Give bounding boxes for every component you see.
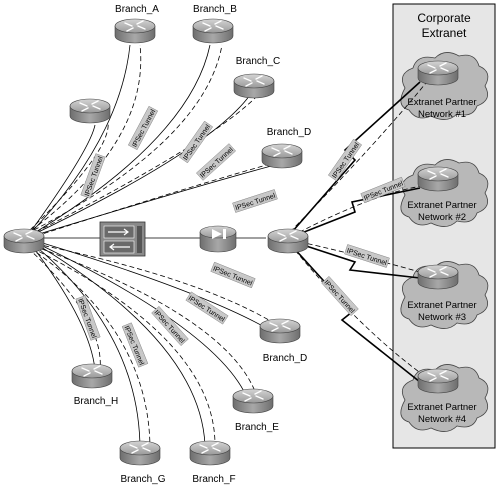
- svg-text:IPSec Tunnel: IPSec Tunnel: [187, 295, 226, 324]
- tunnel-label: IPSec Tunnel: [80, 153, 106, 199]
- svg-text:IPSec Tunnel: IPSec Tunnel: [182, 123, 212, 161]
- vpn-concentrator-icon: [99, 221, 146, 257]
- partner-1-line2: Network #1: [418, 109, 466, 120]
- corporate-title-line1: Corporate: [417, 11, 471, 25]
- tunnel-label: IPSec Tunnel: [121, 322, 149, 368]
- router-icon: [417, 264, 459, 290]
- tunnel-label: IPSec Tunnel: [328, 138, 362, 182]
- router-icon: [192, 18, 234, 44]
- router-icon: [417, 368, 459, 394]
- branch-f-label: Branch_F: [192, 474, 235, 485]
- router-icon: [259, 318, 301, 344]
- branch-e-label: Branch_E: [235, 422, 279, 433]
- router-icon: [267, 228, 309, 254]
- branch-g-label: Branch_G: [120, 474, 165, 485]
- tunnel-label: IPSec Tunnel: [196, 143, 236, 181]
- svg-text:IPSec Tunnel: IPSec Tunnel: [199, 146, 235, 179]
- tunnel-label: IPSec Tunnel: [75, 295, 101, 341]
- branch-links: [25, 44, 276, 451]
- router-icon: [261, 143, 303, 169]
- router-icon: [417, 60, 459, 86]
- tunnel-label: IPSec Tunnel: [321, 276, 359, 316]
- router-icon: [417, 166, 459, 192]
- branch-a-label: Branch_A: [115, 4, 159, 15]
- tunnel-label: IPSec Tunnel: [127, 105, 159, 151]
- router-icon: [71, 363, 113, 389]
- branch-b-label: Branch_B: [193, 4, 237, 15]
- router-icon: [233, 73, 275, 99]
- router-icon: [189, 440, 231, 466]
- router-icon: [119, 440, 161, 466]
- branch-h-label: Branch_H: [74, 396, 118, 407]
- router-icon: [69, 98, 111, 124]
- tunnel-label: IPSec Tunnel: [179, 120, 213, 164]
- ipsec-tunnels: [27, 44, 431, 451]
- router-icon: [232, 388, 274, 414]
- firewall-icon: [199, 225, 237, 253]
- partner-3-line2: Network #3: [418, 312, 466, 323]
- tunnel-label: IPSec Tunnel: [210, 261, 256, 289]
- branch-c-label: Branch_C: [236, 56, 280, 67]
- partner-1-line1: Extranet Partner: [407, 97, 476, 108]
- tunnel-label: IPSec Tunnel: [185, 291, 229, 325]
- partner-3-line1: Extranet Partner: [407, 300, 476, 311]
- branch-d-top-label: Branch_D: [267, 127, 311, 138]
- branch-d-bottom-label: Branch_D: [263, 353, 307, 364]
- partner-2-line1: Extranet Partner: [407, 200, 476, 211]
- tunnel-label: IPSec Tunnel: [344, 244, 390, 268]
- partner-4-line2: Network #4: [418, 414, 466, 425]
- svg-text:IPSec Tunnel: IPSec Tunnel: [331, 141, 361, 179]
- tunnel-label: IPSec Tunnel: [232, 189, 278, 213]
- partner-4-line1: Extranet Partner: [407, 402, 476, 413]
- router-icon: [114, 18, 156, 44]
- router-icon: [3, 228, 45, 254]
- partner-2-line2: Network #2: [418, 212, 466, 223]
- svg-text:IPSec Tunnel: IPSec Tunnel: [322, 279, 355, 315]
- corporate-title-line2: Extranet: [422, 26, 467, 40]
